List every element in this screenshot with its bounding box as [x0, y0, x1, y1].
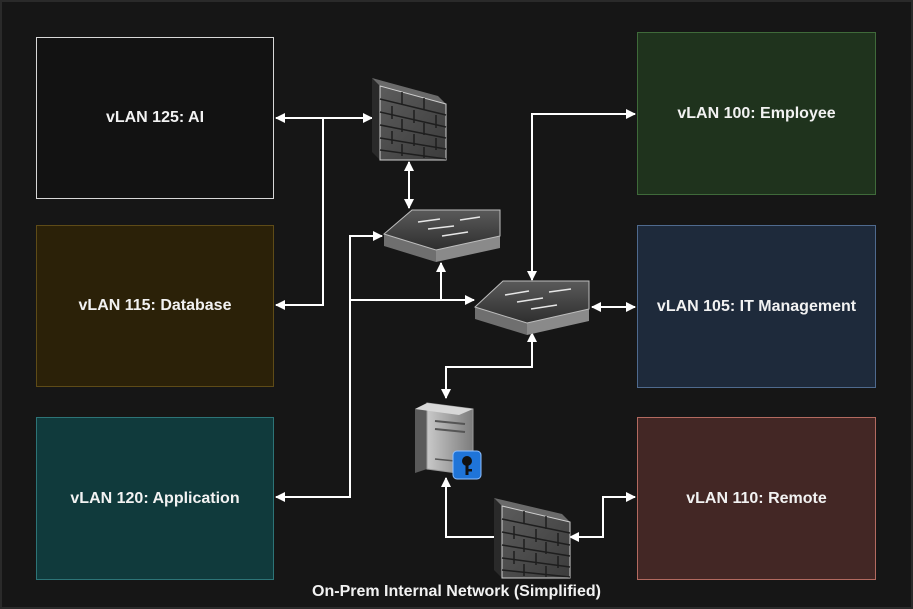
- key-icon: [452, 450, 482, 480]
- diagram-caption: On-Prem Internal Network (Simplified): [312, 583, 601, 600]
- vlan-it-management-label: vLAN 105: IT Management: [656, 297, 857, 315]
- vlan-employee-label: vLAN 100: Employee: [677, 104, 836, 122]
- vlan-remote-label: vLAN 110: Remote: [686, 489, 827, 507]
- link-server-firewall: [441, 477, 494, 538]
- switch-icon: [474, 280, 590, 335]
- link-application: [275, 231, 383, 502]
- firewall-icon: [494, 498, 571, 579]
- firewall-icon: [372, 78, 447, 161]
- vlan-ai-box: vLAN 125: AI: [36, 37, 274, 199]
- link-server: [441, 332, 537, 399]
- vlan-ai-label: vLAN 125: AI: [105, 109, 205, 126]
- vlan-remote-box: vLAN 110: Remote: [637, 417, 876, 580]
- vlan-database-label: vLAN 115: Database: [78, 297, 232, 314]
- vlan-employee-box: vLAN 100: Employee: [637, 32, 876, 195]
- connector-lines: [275, 109, 636, 542]
- link-employee: [527, 109, 636, 281]
- vlan-application-label: vLAN 120: Application: [70, 489, 240, 507]
- link-database: [275, 118, 324, 310]
- switch-icon: [382, 209, 501, 262]
- vlan-application-box: vLAN 120: Application: [36, 417, 274, 580]
- vlan-database-box: vLAN 115: Database: [36, 225, 274, 387]
- link-remote: [569, 492, 636, 542]
- vlan-it-management-box: vLAN 105: IT Management: [637, 225, 876, 388]
